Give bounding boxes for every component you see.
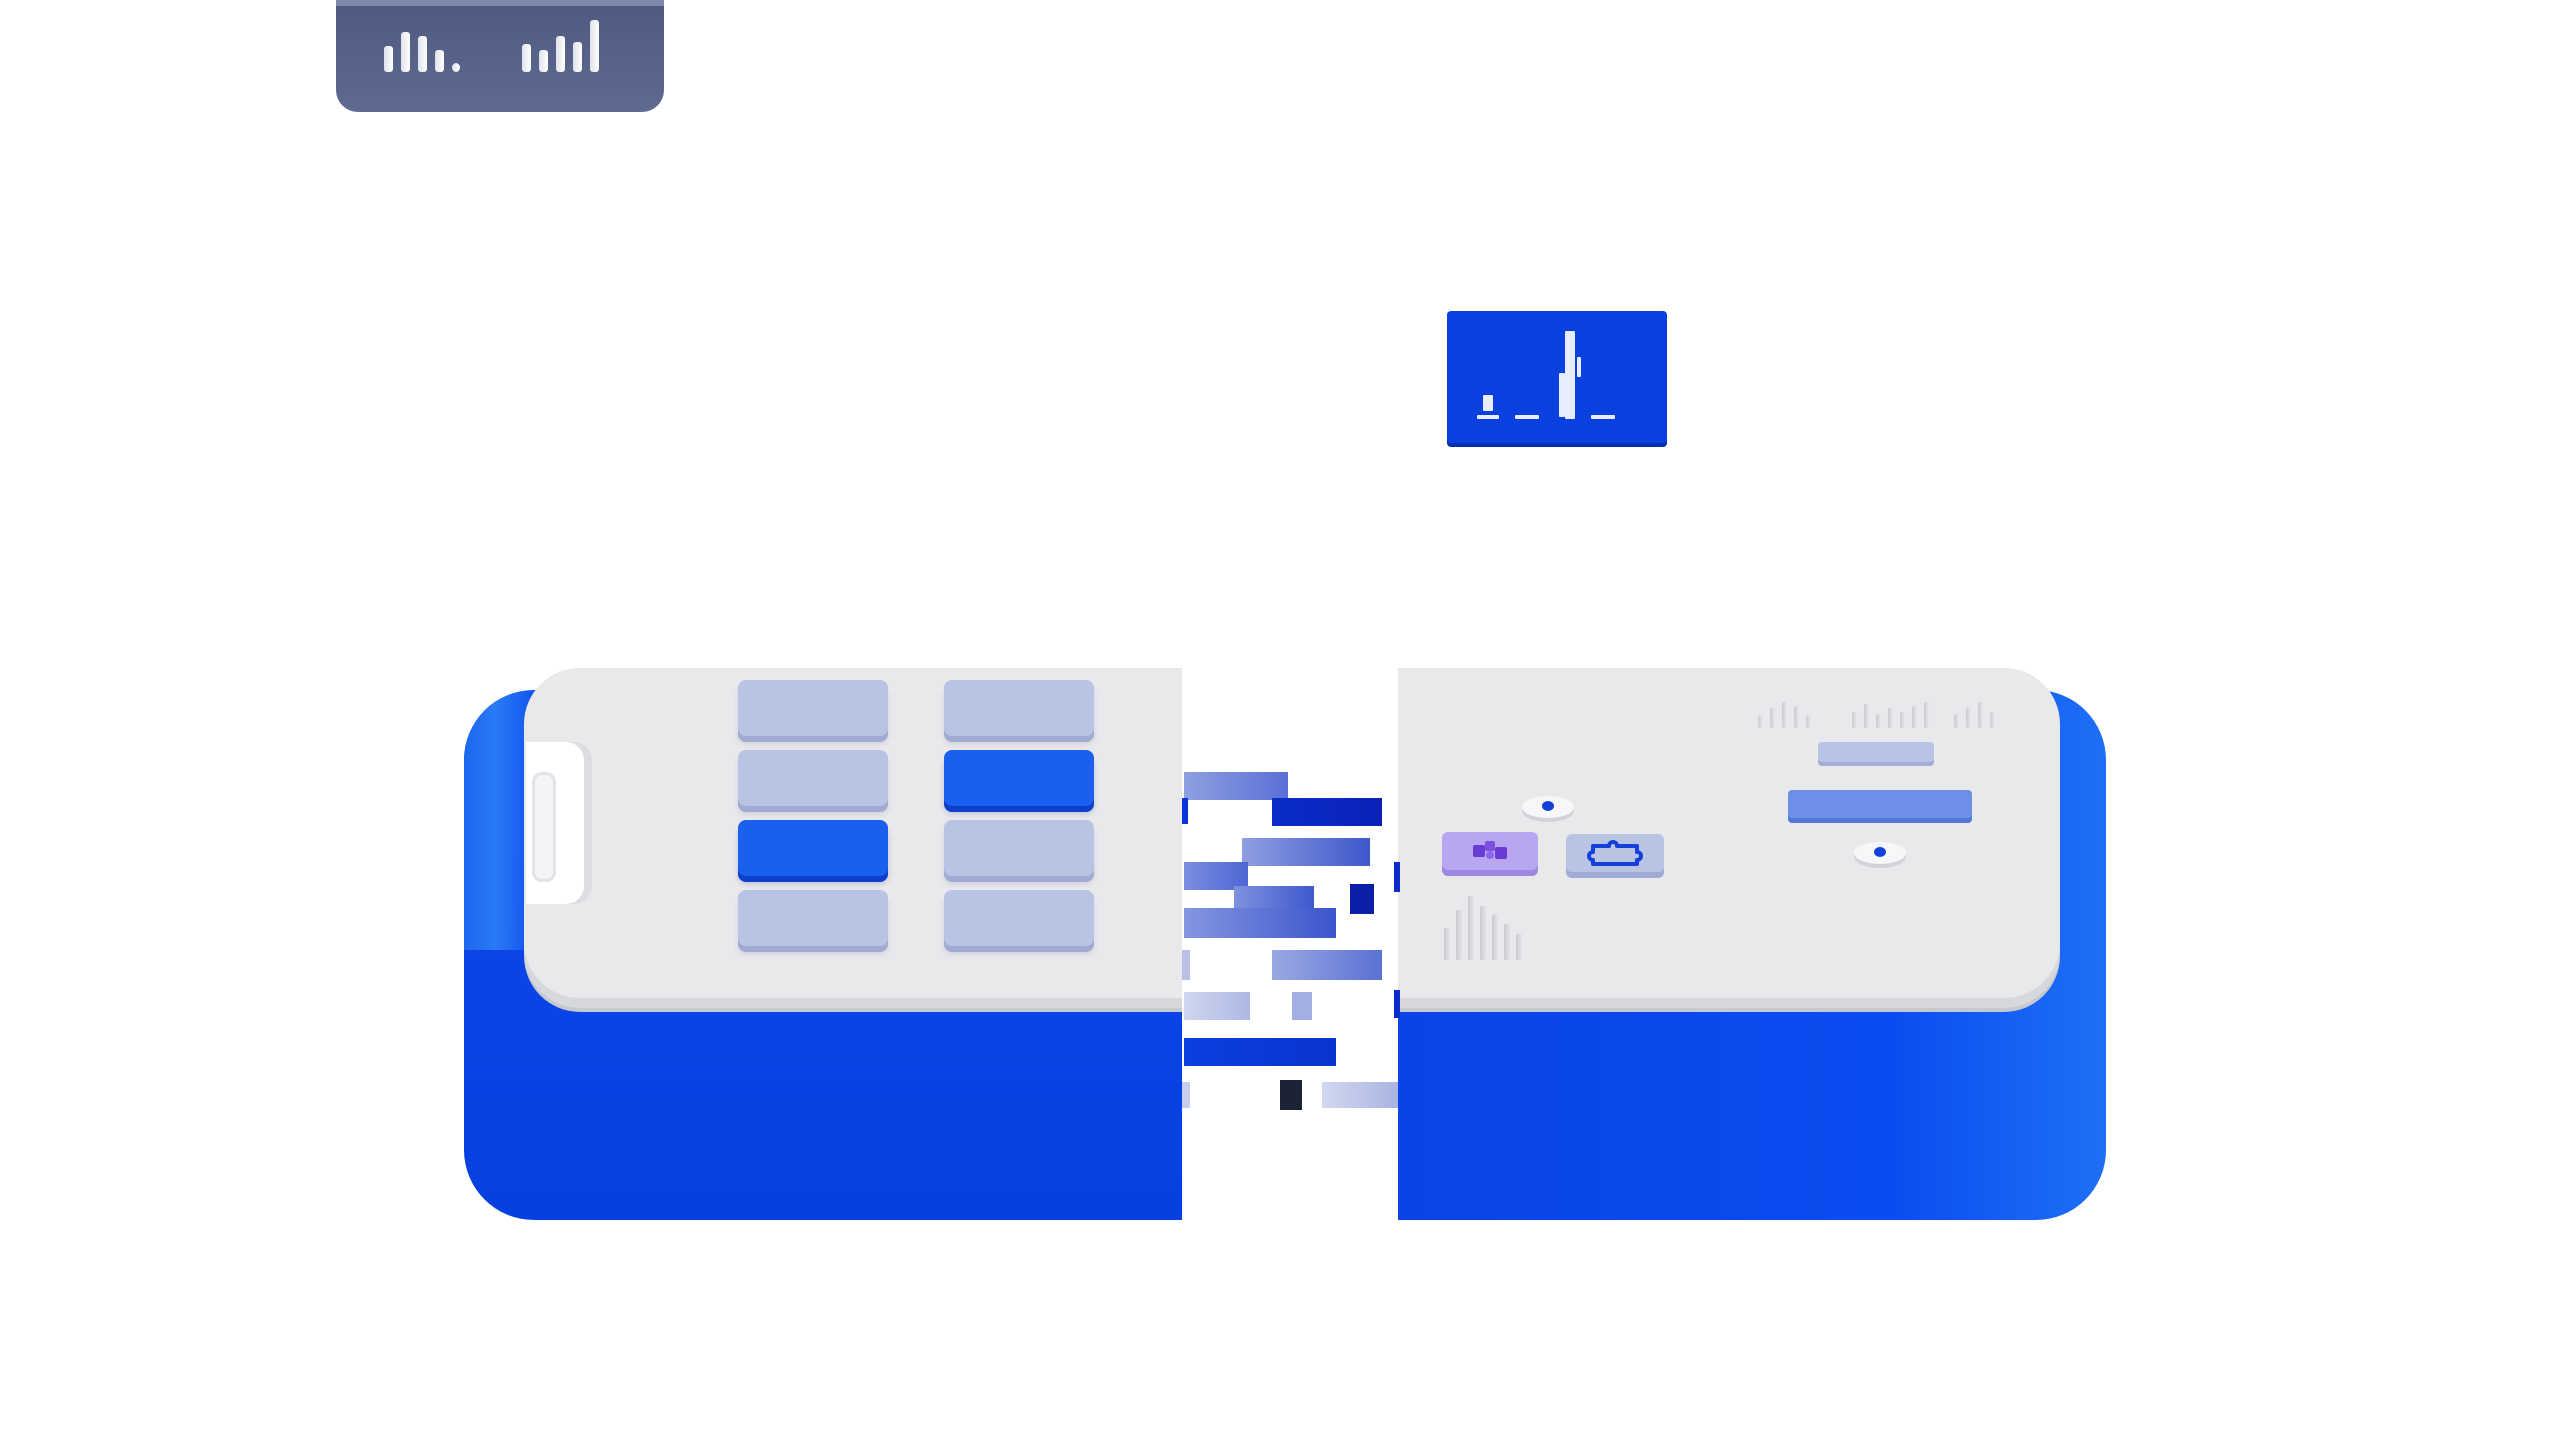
puzzle-tile[interactable] [1442,832,1538,870]
puzzle-outline-icon [1587,840,1643,866]
info-bar-blue [1788,790,1972,818]
grid-tile-active[interactable] [738,820,888,876]
grid-tile-active[interactable] [944,750,1094,806]
grid-tile[interactable] [944,820,1094,876]
grid-tile[interactable] [738,680,888,736]
bar-chart-icon [384,32,460,72]
grid-tile[interactable] [738,890,888,946]
pin-icon[interactable] [1854,842,1906,864]
floating-chart-card-grey [336,0,664,112]
grid-tile[interactable] [944,680,1094,736]
puzzle-icon [1473,841,1507,859]
info-bar-light [1818,742,1934,762]
floating-chart-card-blue [1447,311,1667,443]
handle-grip [532,772,556,882]
bar-chart-icon [522,20,599,72]
pin-icon[interactable] [1522,796,1574,818]
grid-tile[interactable] [738,750,888,806]
puzzle-outline-tile[interactable] [1566,834,1664,872]
grid-tile[interactable] [944,890,1094,946]
